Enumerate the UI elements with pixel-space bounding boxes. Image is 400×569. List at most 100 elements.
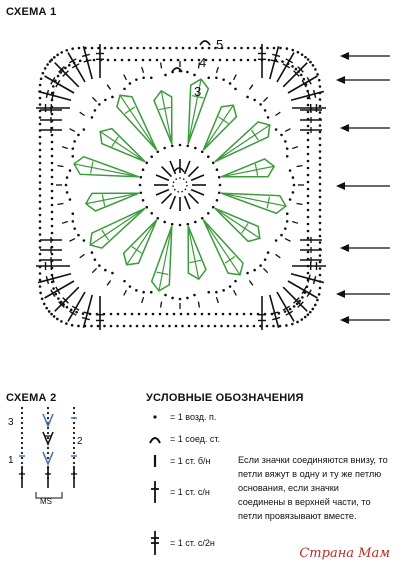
- chain-dot: [298, 299, 301, 303]
- stitch-sc: [197, 301, 201, 308]
- chain-dot: [90, 324, 93, 328]
- chain-dot: [318, 286, 322, 290]
- chain-dot: [109, 312, 113, 316]
- chain-dot: [38, 194, 42, 197]
- chain-dot: [316, 298, 319, 302]
- stitch-bar: [55, 79, 61, 88]
- chain-dot: [48, 60, 52, 63]
- chain-dot: [259, 103, 262, 106]
- chain-dot: [90, 251, 94, 254]
- chain-dot: [52, 315, 56, 318]
- chain-dot: [116, 312, 120, 316]
- chain-dot: [234, 279, 237, 283]
- stitch-sc: [183, 195, 191, 210]
- stitch-cluster-bar: [191, 94, 204, 99]
- chain-dot: [318, 111, 322, 114]
- chain-dot: [227, 46, 230, 50]
- chain-dot: [20, 421, 24, 425]
- stitch-bar: [83, 59, 92, 63]
- chain-dot: [174, 324, 178, 328]
- chain-dot: [41, 71, 45, 75]
- stitch-cluster-bar: [111, 136, 119, 147]
- chain-dot: [50, 182, 54, 186]
- chain-dot: [142, 76, 145, 80]
- stitch-sc: [275, 111, 281, 117]
- chain-dot: [263, 109, 267, 112]
- chain-dot: [186, 144, 190, 148]
- chain-dot: [246, 271, 249, 275]
- chain-dot: [233, 324, 236, 328]
- chain-dot: [259, 324, 262, 328]
- chain-dot: [178, 297, 182, 301]
- stitch-treble: [287, 75, 318, 94]
- chain-dot: [233, 46, 237, 50]
- stitch-treble: [287, 280, 318, 299]
- chain-dot: [46, 416, 50, 420]
- stitch-bar: [62, 70, 69, 77]
- stitch-cluster-bar: [101, 229, 110, 241]
- chain-dot: [171, 296, 174, 300]
- stitch-sc: [296, 164, 303, 168]
- chain-dot: [135, 324, 139, 328]
- stitch-treble: [276, 291, 295, 322]
- chain-dot: [38, 135, 42, 139]
- stitch-cluster-bar: [218, 116, 229, 124]
- chain-dot: [123, 87, 126, 91]
- stitch-cluster-spine: [119, 94, 158, 151]
- treble-crochet-icon: [151, 531, 159, 555]
- chain-dot: [50, 98, 54, 102]
- chain-dot: [65, 305, 69, 309]
- stitch-cluster-spine: [187, 226, 200, 280]
- chain-dot: [50, 312, 53, 316]
- chain-dot: [144, 312, 148, 316]
- stitch-cluster: [202, 219, 244, 276]
- chain-dot: [97, 46, 100, 50]
- chain-dot: [50, 161, 54, 165]
- stitch-sc: [262, 96, 269, 103]
- chain-dot: [78, 59, 82, 63]
- chain-dot: [73, 140, 76, 143]
- ms-bracket: [35, 492, 63, 499]
- stitch-treble: [82, 45, 94, 80]
- stitch-bar: [282, 63, 291, 69]
- stitch-bar: [51, 274, 55, 283]
- chain-dot: [311, 64, 315, 67]
- stitch-sc: [292, 220, 299, 224]
- chain-dot: [193, 293, 196, 297]
- chain-dot: [46, 63, 49, 66]
- double-crochet-icon: [151, 481, 159, 503]
- stitch-cluster-spine: [99, 131, 146, 163]
- chain-dot: [46, 411, 50, 415]
- chain-dot: [301, 296, 304, 299]
- chain-dot: [60, 320, 63, 323]
- chain-dot: [149, 290, 153, 294]
- chain-dot: [300, 53, 304, 56]
- legend-item-tr: = 1 ст. с/2н: [146, 531, 215, 555]
- chain-dot: [274, 239, 278, 242]
- chain-dot: [221, 312, 225, 316]
- chain-dot: [217, 191, 221, 195]
- chain-dot: [316, 73, 319, 76]
- chain-dot: [308, 310, 312, 314]
- chain-dot: [164, 73, 167, 77]
- chain-dot: [162, 46, 165, 50]
- chain-dot: [318, 130, 322, 134]
- legend-text: = 1 ст. б/н: [170, 456, 211, 466]
- chain-dot: [155, 58, 159, 62]
- chain-dot: [104, 98, 107, 102]
- chain-dot: [253, 98, 256, 102]
- stitch-bar: [293, 297, 300, 304]
- chain-dot: [318, 150, 322, 153]
- stitch-sc: [296, 202, 303, 206]
- chain-dot: [60, 51, 64, 54]
- chain-dot: [45, 306, 48, 310]
- chain-dot: [306, 229, 310, 233]
- stitch-treble: [290, 272, 325, 284]
- chain-dot: [284, 140, 287, 143]
- chain-dot: [106, 58, 110, 62]
- chain-dot: [179, 312, 183, 316]
- stitch-cluster-spine: [221, 165, 275, 178]
- stitch-treble: [37, 272, 72, 284]
- chain-dot: [186, 296, 189, 300]
- chain-dot: [279, 46, 282, 50]
